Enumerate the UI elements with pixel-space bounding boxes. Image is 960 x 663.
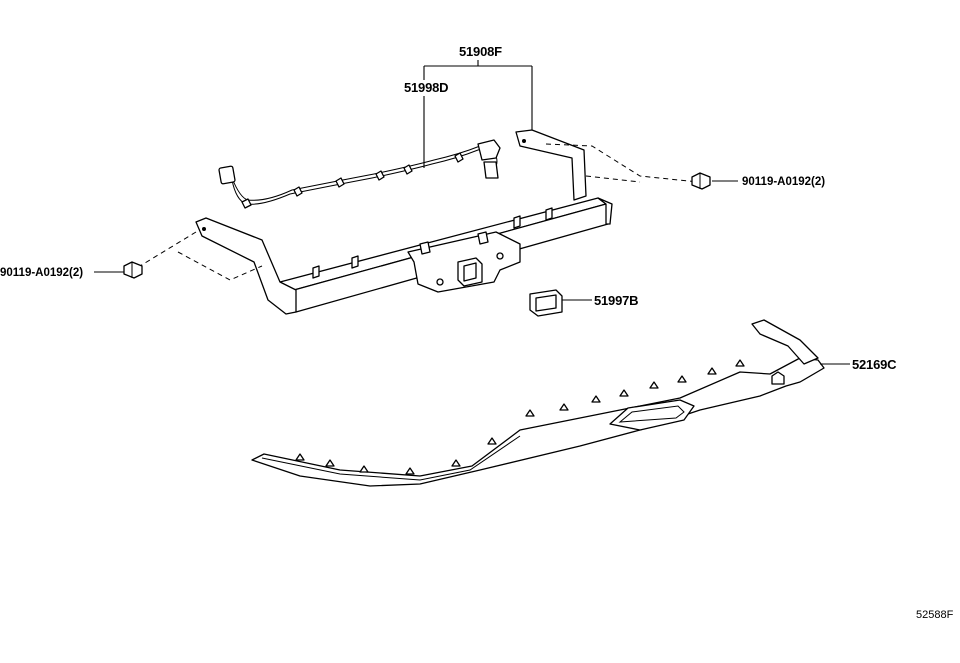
lower-cover [251, 319, 825, 487]
label-bolt-left: 90119-A0192(2) [0, 267, 83, 279]
hitch-plug [529, 289, 563, 317]
label-bolt-right: 90119-A0192(2) [742, 176, 825, 188]
left-bolt-dash-2 [177, 251, 263, 281]
label-52169C: 52169C [852, 357, 897, 372]
label-51998D: 51998D [404, 80, 448, 95]
right-bolt-dash [545, 143, 699, 183]
bolt-right [691, 172, 711, 190]
figure-reference: 52588F [916, 609, 954, 621]
wire-harness [218, 139, 501, 209]
right-bolt-dash-2 [585, 175, 641, 183]
hitch-assembly [195, 129, 613, 315]
assembly-leader [423, 60, 533, 140]
label-51997B: 51997B [594, 293, 638, 308]
label-51908F: 51908F [459, 44, 502, 59]
left-bolt-dash [139, 231, 197, 267]
bolt-left [123, 261, 143, 279]
